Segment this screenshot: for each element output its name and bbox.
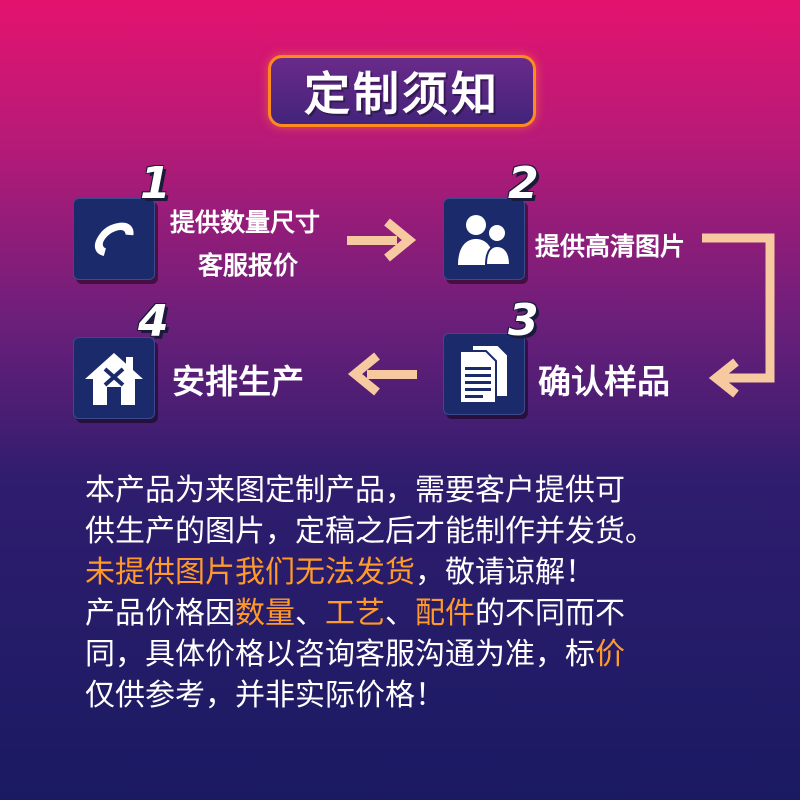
document-icon [459, 344, 509, 404]
notice-description: 本产品为来图定制产品，需要客户提供可 供生产的图片，定稿之后才能制作并发货。 未… [85, 470, 765, 716]
desc-line-4: 产品价格因数量、工艺、配件的不同而不 [85, 596, 625, 631]
arrow-left-icon [347, 352, 417, 396]
step-1-line-1: 提供数量尺寸 [170, 208, 321, 237]
page-title: 定制须知 [304, 67, 500, 121]
step-4-line-1: 安排生产 [172, 362, 304, 401]
arrow-right-icon [347, 218, 417, 262]
step-3-line-1: 确认样品 [538, 362, 670, 401]
arrow-return-icon [702, 233, 775, 398]
step-2-line-1: 提供高清图片 [535, 232, 686, 261]
step-2-number: 2 [508, 158, 539, 209]
step-1-line-2: 客服报价 [198, 251, 299, 280]
step-1-icon-box [73, 198, 155, 280]
step-1-number: 1 [140, 158, 171, 209]
house-icon [85, 353, 143, 405]
title-banner: 定制须知 [268, 55, 536, 127]
step-3-number: 3 [508, 295, 539, 346]
desc-line-3: 未提供图片我们无法发货，敬请谅解！ [85, 555, 595, 590]
no-image-warning: 未提供图片我们无法发货 [85, 555, 415, 590]
desc-line-1: 本产品为来图定制产品，需要客户提供可 [85, 473, 625, 508]
step-4-icon-box [73, 337, 155, 419]
step-2-icon-box [443, 198, 525, 280]
step-4-number: 4 [138, 296, 169, 347]
desc-line-2: 供生产的图片，定稿之后才能制作并发货。 [85, 514, 655, 549]
desc-line-6: 仅供参考，并非实际价格！ [85, 678, 445, 713]
desc-line-5: 同，具体价格以咨询客服沟通为准，标价 [85, 637, 625, 672]
phone-icon [94, 222, 134, 256]
step-3-icon-box [443, 333, 525, 415]
people-icon [458, 215, 512, 266]
